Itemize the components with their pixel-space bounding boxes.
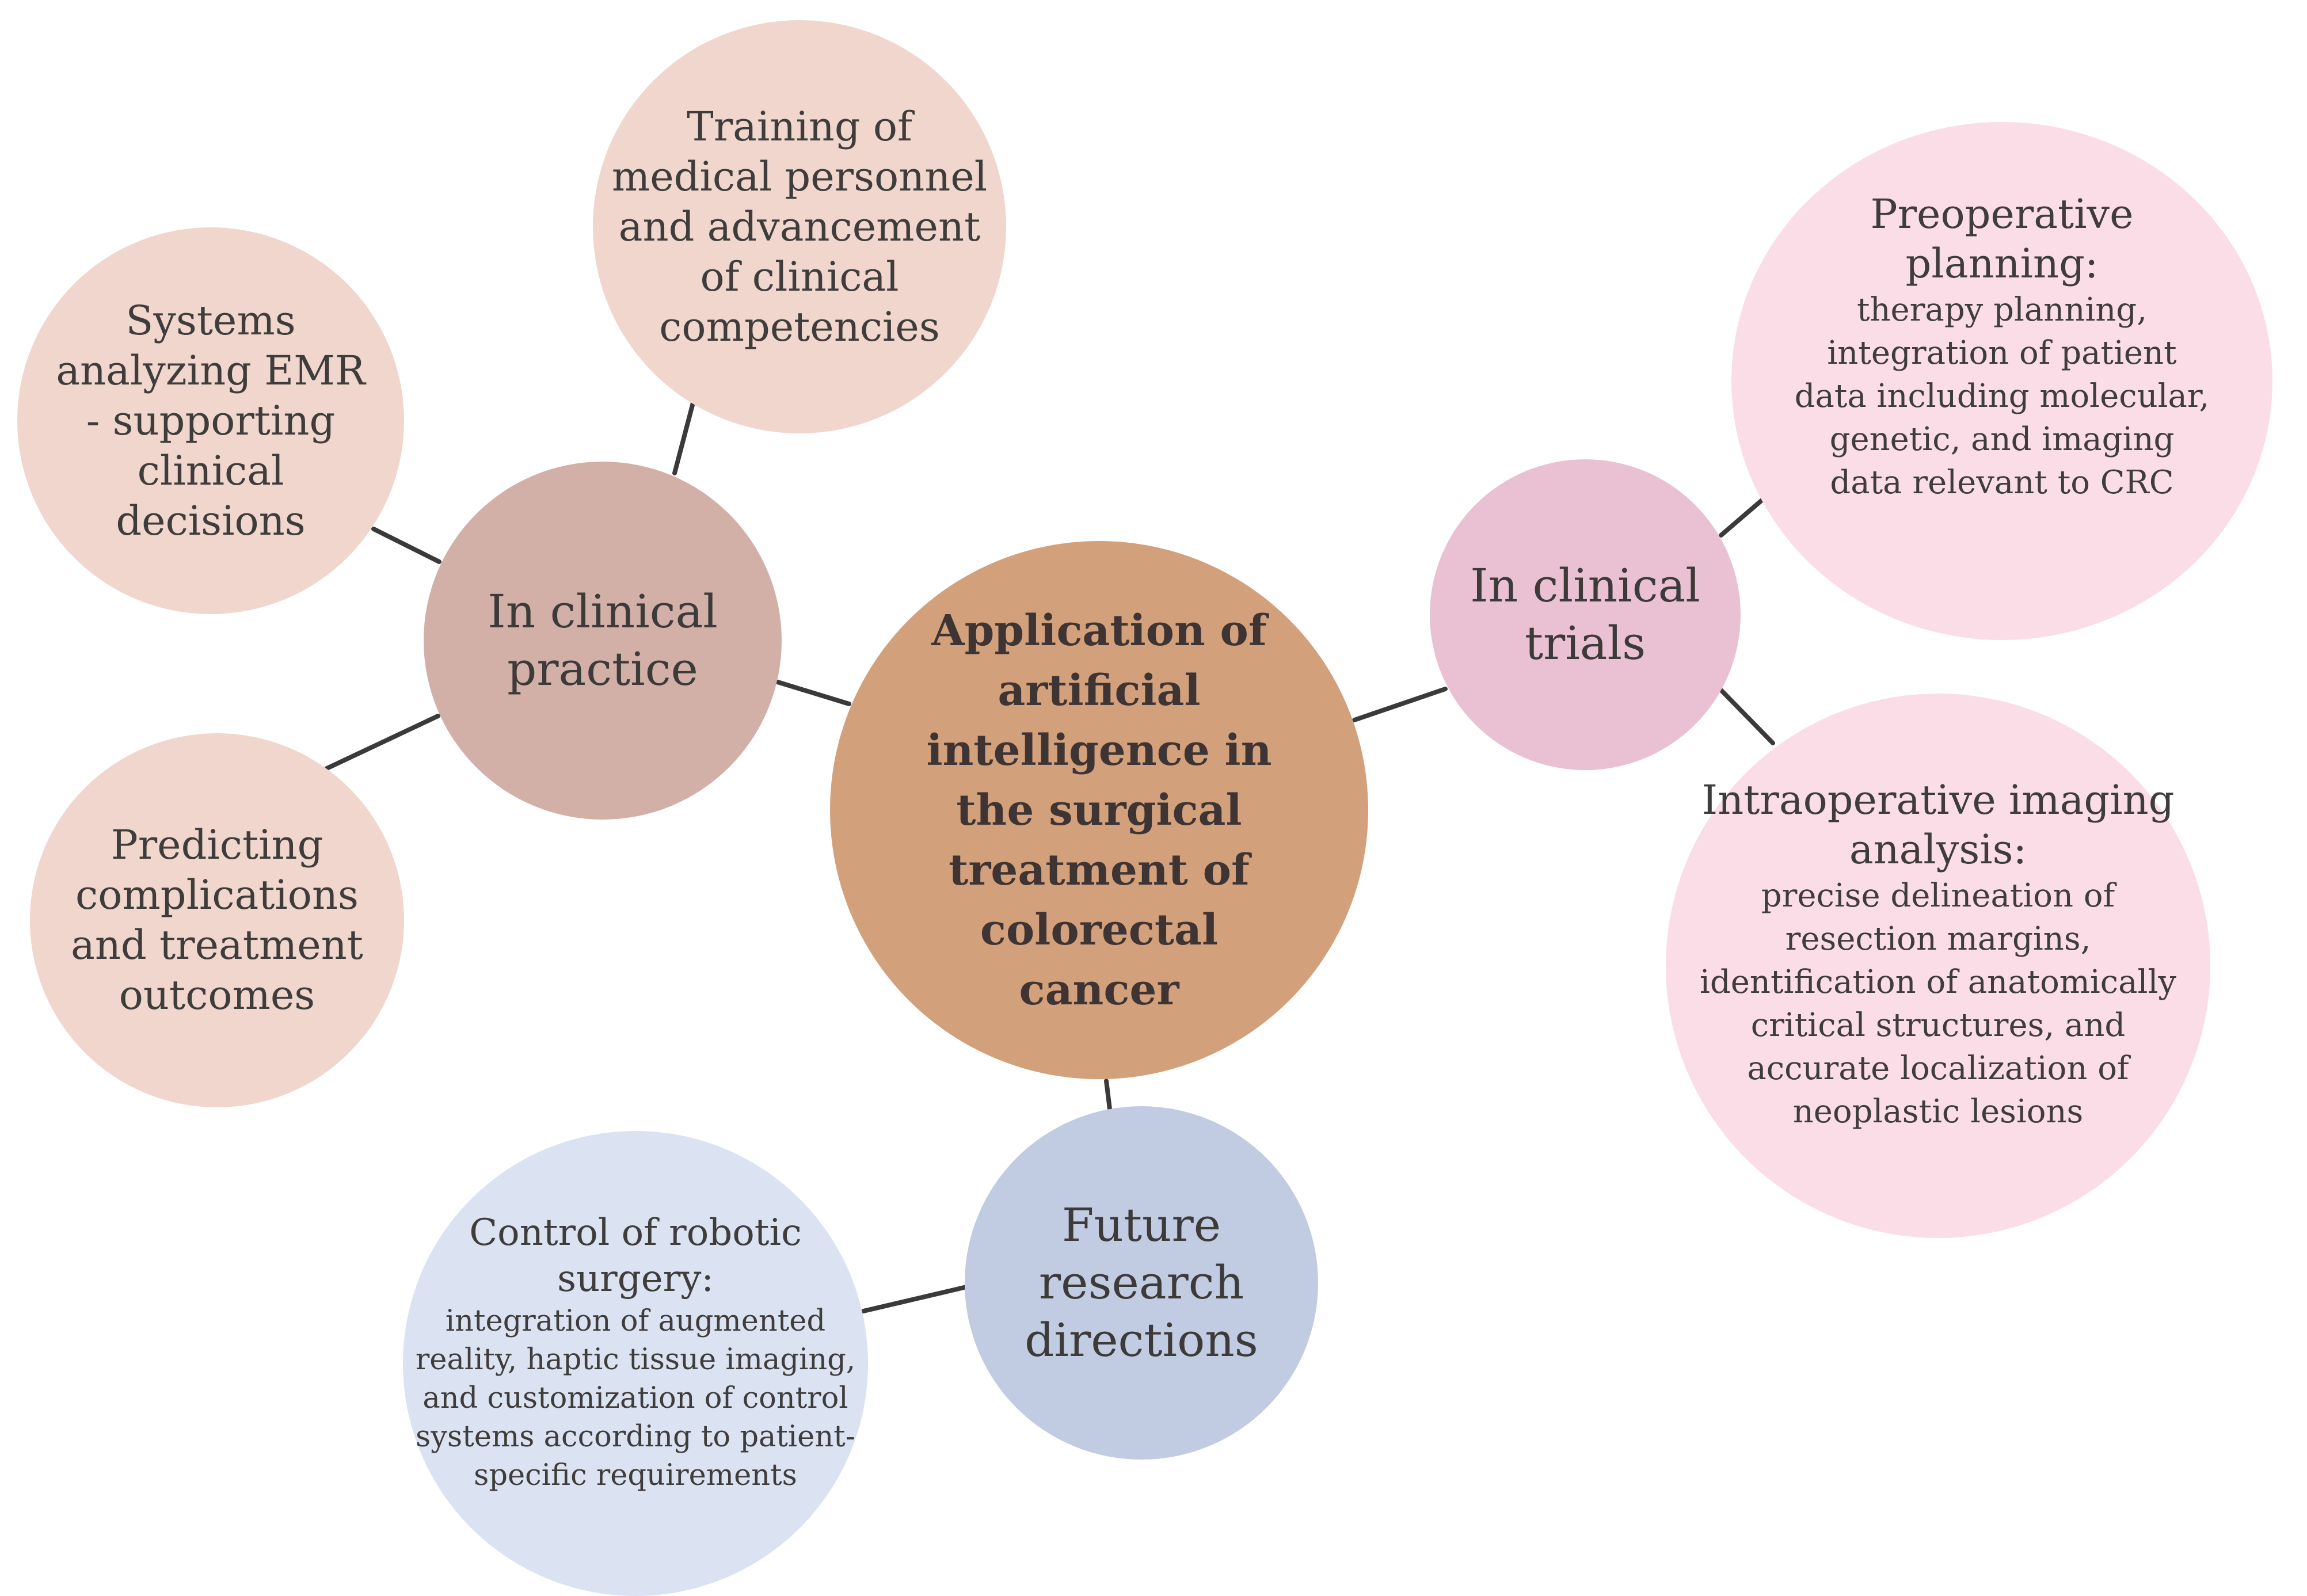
- preoperative-planning-description: therapy planning, integration of patient…: [1794, 291, 2210, 501]
- intraoperative-imaging-node: Intraoperative imaging analysis: precise…: [1666, 694, 2210, 1238]
- preoperative-planning-title: Preoperative planning:: [1870, 190, 2134, 287]
- preoperative-planning-node: Preoperative planning: therapy planning,…: [1731, 122, 2272, 640]
- connector-trials-to-preoperative: [1719, 494, 1768, 538]
- systems-emr-text: Systems analyzing EMR - supporting clini…: [56, 296, 366, 544]
- connector-center-to-future: [1104, 1079, 1112, 1111]
- training-text: Training of medical personnel and advanc…: [611, 102, 988, 351]
- connector-center-to-trials: [1352, 687, 1448, 722]
- center-topic-node: Application of artificial intelligence i…: [830, 541, 1368, 1079]
- future-research-label: Future research directions: [1025, 1198, 1258, 1367]
- center-topic-title: Application of artificial intelligence i…: [926, 605, 1272, 1015]
- clinical-practice-label: In clinical practice: [488, 585, 718, 696]
- connector-trials-to-intraoperative: [1719, 688, 1775, 745]
- connector-practice-to-predicting: [325, 714, 440, 771]
- connector-practice-to-emr: [371, 527, 441, 564]
- systems-emr-node: Systems analyzing EMR - supporting clini…: [17, 227, 404, 614]
- intraoperative-imaging-title: Intraoperative imaging analysis:: [1701, 776, 2175, 873]
- connector-practice-to-training: [672, 401, 695, 475]
- predicting-node: Predicting complications and treatment o…: [30, 733, 404, 1107]
- clinical-practice-hub-node: In clinical practice: [424, 462, 782, 820]
- future-research-hub-node: Future research directions: [965, 1106, 1318, 1460]
- clinical-trials-hub-node: In clinical trials: [1430, 459, 1741, 770]
- intraoperative-imaging-description: precise delineation of resection margins…: [1700, 877, 2176, 1130]
- connector-future-to-robotic: [861, 1285, 969, 1313]
- clinical-trials-label: In clinical trials: [1470, 559, 1700, 670]
- robotic-surgery-description: integration of augmented reality, haptic…: [415, 1304, 856, 1492]
- connector-center-to-practice: [775, 680, 851, 706]
- robotic-surgery-title: Control of robotic surgery:: [469, 1211, 802, 1300]
- training-node: Training of medical personnel and advanc…: [593, 20, 1006, 433]
- robotic-surgery-node: Control of robotic surgery: integration …: [403, 1131, 868, 1596]
- predicting-text: Predicting complications and treatment o…: [71, 821, 363, 1019]
